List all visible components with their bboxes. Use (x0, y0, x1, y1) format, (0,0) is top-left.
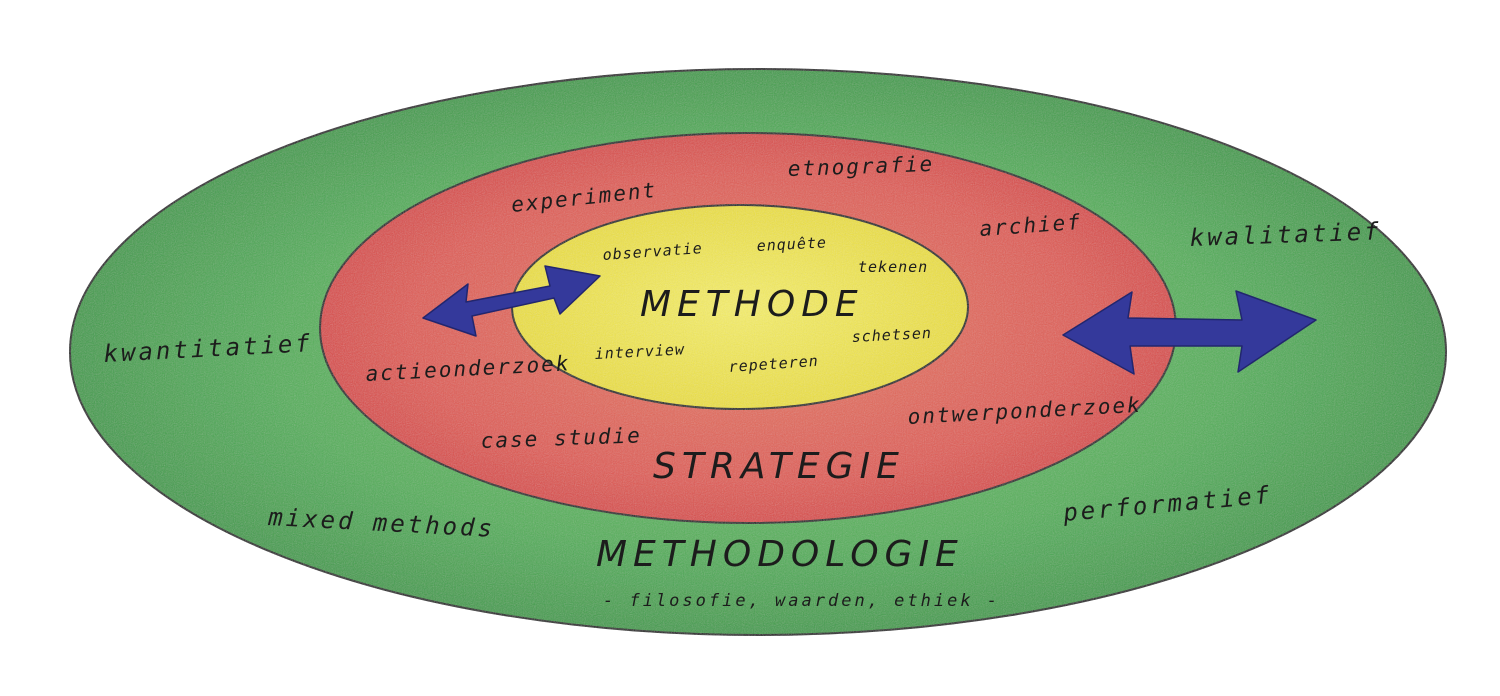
item-etnografie: etnografie (787, 152, 934, 181)
double-arrow-right-icon (1062, 290, 1317, 375)
methodologie-title: METHODOLOGIE (596, 534, 964, 575)
strategie-title: STRATEGIE (653, 446, 905, 487)
item-schetsen: schetsen (851, 324, 932, 346)
double-arrow-left-icon (422, 265, 601, 337)
item-tekenen: tekenen (858, 258, 928, 276)
item-case-studie: case studie (480, 423, 642, 453)
methodologie-subtitle: - filosofie, waarden, ethiek - (603, 591, 1000, 611)
item-enquete: enquête (756, 233, 827, 255)
item-kwalitatief: kwalitatief (1189, 217, 1382, 252)
methode-title: METHODE (640, 284, 864, 325)
item-interview: interview (594, 340, 685, 363)
